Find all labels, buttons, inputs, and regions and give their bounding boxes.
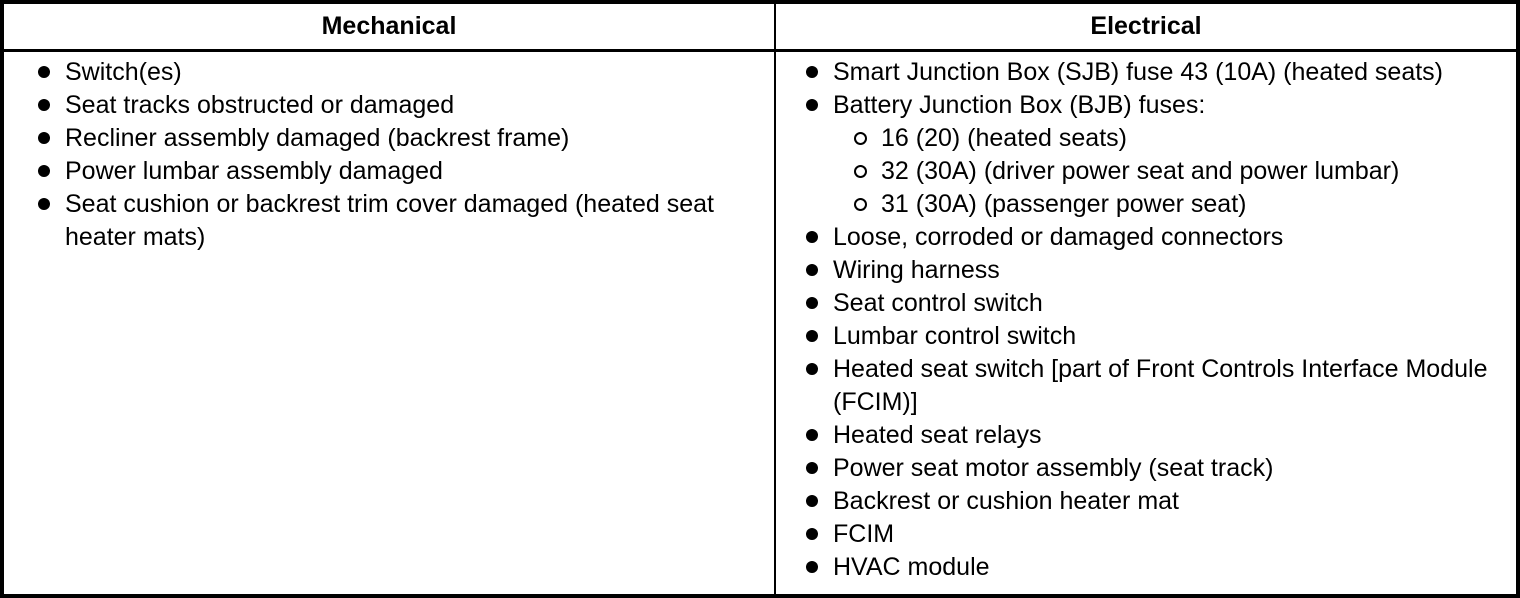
list-item-body: Recliner assembly damaged (backrest fram… bbox=[65, 122, 772, 155]
list-item: Heated seat switch [part of Front Contro… bbox=[806, 353, 1514, 419]
bullet-icon bbox=[38, 165, 50, 177]
list-item-text: Backrest or cushion heater mat bbox=[833, 487, 1179, 515]
bullet-icon bbox=[38, 99, 50, 111]
list-item: Loose, corroded or damaged connectors bbox=[806, 221, 1514, 254]
list-item-text: HVAC module bbox=[833, 553, 990, 581]
mechanical-list: Switch(es) Seat tracks obstructed or dama… bbox=[4, 56, 774, 254]
list-item: FCIM bbox=[806, 518, 1514, 551]
list-item: Lumbar control switch bbox=[806, 320, 1514, 353]
list-item: Seat control switch bbox=[806, 287, 1514, 320]
sub-bullet-icon bbox=[854, 165, 867, 178]
list-item-body: Seat tracks obstructed or damaged bbox=[65, 89, 772, 122]
list-item-body: Wiring harness bbox=[833, 254, 1514, 287]
bullet-icon bbox=[806, 66, 818, 78]
sub-list-item: 31 (30A) (passenger power seat) bbox=[854, 188, 1514, 221]
list-item: Backrest or cushion heater mat bbox=[806, 485, 1514, 518]
bullet-icon bbox=[806, 561, 818, 573]
list-item-text: Power seat motor assembly (seat track) bbox=[833, 454, 1274, 482]
list-item-text: Battery Junction Box (BJB) fuses: bbox=[833, 91, 1206, 119]
list-item: Seat cushion or backrest trim cover dama… bbox=[38, 188, 772, 254]
list-item: Switch(es) bbox=[38, 56, 772, 89]
list-item-text: Seat cushion or backrest trim cover dama… bbox=[65, 190, 714, 251]
list-item-body: Loose, corroded or damaged connectors bbox=[833, 221, 1514, 254]
bullet-icon bbox=[806, 528, 818, 540]
list-item-text: Seat control switch bbox=[833, 289, 1043, 317]
electrical-list: Smart Junction Box (SJB) fuse 43 (10A) (… bbox=[776, 56, 1516, 584]
list-item-body: Seat cushion or backrest trim cover dama… bbox=[65, 188, 772, 254]
sub-list-item: 32 (30A) (driver power seat and power lu… bbox=[854, 155, 1514, 188]
sub-bullet-icon bbox=[854, 198, 867, 211]
sub-list-item: 16 (20) (heated seats) bbox=[854, 122, 1514, 155]
list-item-text: Power lumbar assembly damaged bbox=[65, 157, 443, 185]
list-item: Power lumbar assembly damaged bbox=[38, 155, 772, 188]
bullet-icon bbox=[38, 66, 50, 78]
list-item-text: Recliner assembly damaged (backrest fram… bbox=[65, 124, 570, 152]
bullet-icon bbox=[38, 198, 50, 210]
list-item-body: HVAC module bbox=[833, 551, 1514, 584]
bullet-icon bbox=[806, 330, 818, 342]
list-item-body: Lumbar control switch bbox=[833, 320, 1514, 353]
list-item-body: Power lumbar assembly damaged bbox=[65, 155, 772, 188]
list-item-text: Heated seat switch [part of Front Contro… bbox=[833, 355, 1488, 416]
list-item-body: Power seat motor assembly (seat track) bbox=[833, 452, 1514, 485]
electrical-cell: Smart Junction Box (SJB) fuse 43 (10A) (… bbox=[776, 52, 1516, 594]
bullet-icon bbox=[806, 264, 818, 276]
bullet-icon bbox=[806, 363, 818, 375]
column-header-electrical: Electrical bbox=[776, 4, 1516, 52]
sub-list-item-text: 16 (20) (heated seats) bbox=[881, 124, 1127, 152]
list-item-text: Wiring harness bbox=[833, 256, 1000, 284]
sub-list-item-text: 32 (30A) (driver power seat and power lu… bbox=[881, 157, 1400, 185]
list-item-body: Heated seat relays bbox=[833, 419, 1514, 452]
list-item-body: FCIM bbox=[833, 518, 1514, 551]
sub-bullet-icon bbox=[854, 132, 867, 145]
list-item: Smart Junction Box (SJB) fuse 43 (10A) (… bbox=[806, 56, 1514, 89]
bullet-icon bbox=[806, 297, 818, 309]
list-item-body: Backrest or cushion heater mat bbox=[833, 485, 1514, 518]
bullet-icon bbox=[806, 99, 818, 111]
list-item-body: Switch(es) bbox=[65, 56, 772, 89]
list-item: Wiring harness bbox=[806, 254, 1514, 287]
list-item-text: Switch(es) bbox=[65, 58, 182, 86]
sub-list-item-text: 31 (30A) (passenger power seat) bbox=[881, 190, 1247, 218]
list-item-text: Lumbar control switch bbox=[833, 322, 1077, 350]
list-item-text: Heated seat relays bbox=[833, 421, 1042, 449]
list-item: Recliner assembly damaged (backrest fram… bbox=[38, 122, 772, 155]
list-item: Power seat motor assembly (seat track) bbox=[806, 452, 1514, 485]
list-item: Heated seat relays bbox=[806, 419, 1514, 452]
sub-list: 16 (20) (heated seats) 32 (30A) (driver p… bbox=[854, 122, 1514, 221]
column-header-mechanical: Mechanical bbox=[4, 4, 776, 52]
list-item-body: Smart Junction Box (SJB) fuse 43 (10A) (… bbox=[833, 56, 1514, 89]
bullet-icon bbox=[806, 429, 818, 441]
list-item: Battery Junction Box (BJB) fuses: 16 (20)… bbox=[806, 89, 1514, 221]
mechanical-cell: Switch(es) Seat tracks obstructed or dama… bbox=[4, 52, 776, 594]
list-item: Seat tracks obstructed or damaged bbox=[38, 89, 772, 122]
list-item-body: Battery Junction Box (BJB) fuses: 16 (20)… bbox=[833, 89, 1514, 221]
list-item-body: Heated seat switch [part of Front Contro… bbox=[833, 353, 1514, 419]
list-item-text: FCIM bbox=[833, 520, 895, 548]
list-item-text: Smart Junction Box (SJB) fuse 43 (10A) (… bbox=[833, 58, 1443, 86]
bullet-icon bbox=[806, 462, 818, 474]
list-item: HVAC module bbox=[806, 551, 1514, 584]
list-item-text: Loose, corroded or damaged connectors bbox=[833, 223, 1284, 251]
list-item-body: Seat control switch bbox=[833, 287, 1514, 320]
bullet-icon bbox=[38, 132, 50, 144]
list-item-text: Seat tracks obstructed or damaged bbox=[65, 91, 455, 119]
bullet-icon bbox=[806, 231, 818, 243]
bullet-icon bbox=[806, 495, 818, 507]
